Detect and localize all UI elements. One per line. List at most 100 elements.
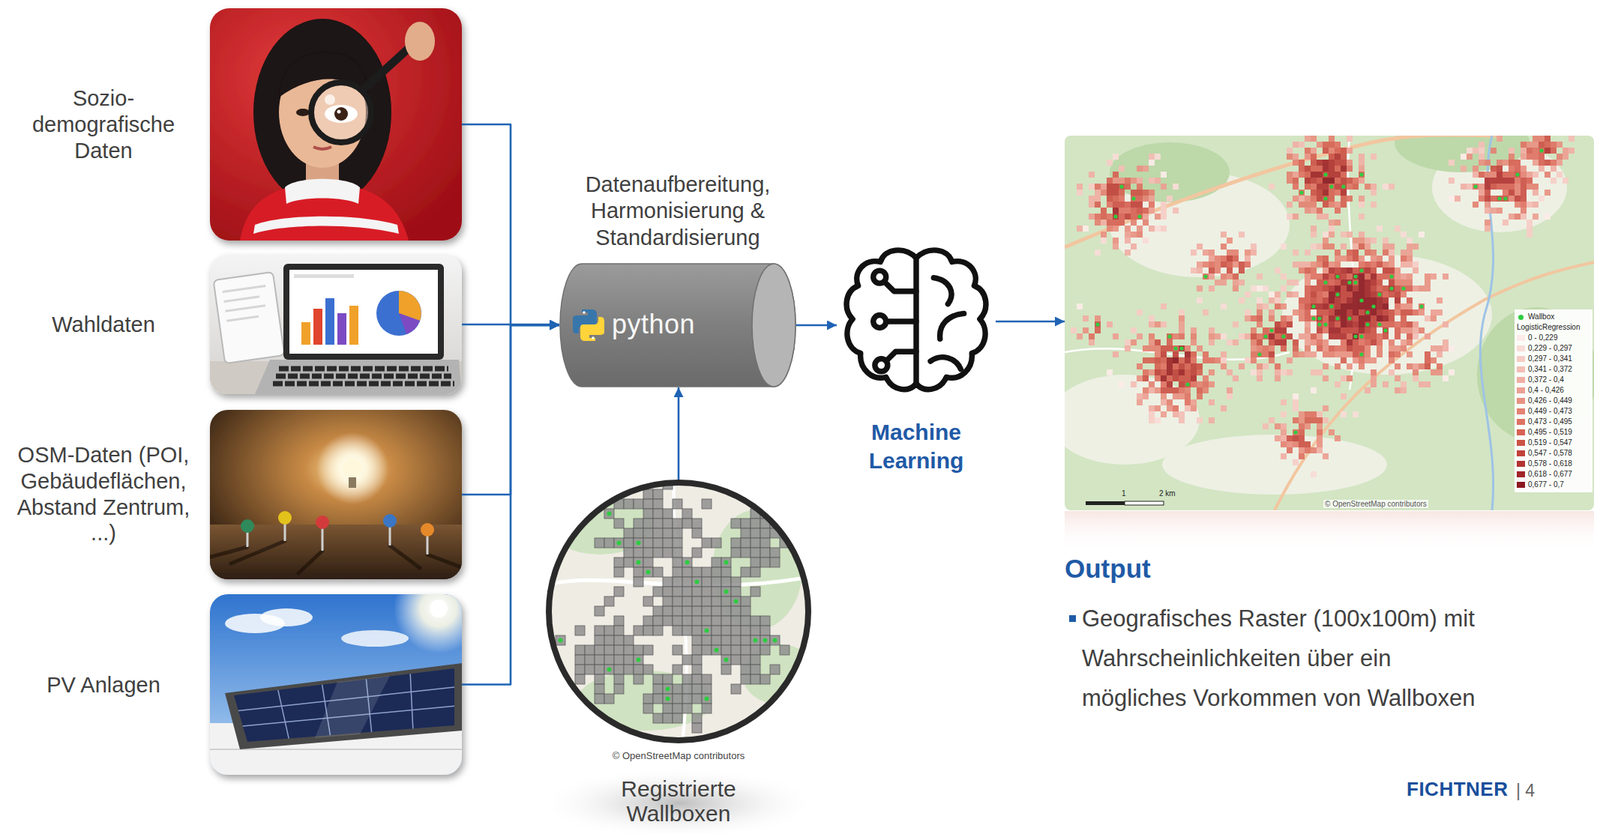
registered-grid-cells-part: [692, 713, 702, 724]
raster-cells-part: [1256, 351, 1263, 358]
raster-cells-part: [1496, 159, 1503, 166]
raster-cells-part: [1340, 291, 1347, 298]
raster-cells-part: [1232, 321, 1239, 328]
raster-cells-part: [1160, 201, 1167, 208]
raster-cells-part: [1286, 435, 1293, 442]
raster-cells-part: [1136, 189, 1143, 196]
raster-cells-part: [1292, 249, 1299, 256]
brain-icon-part-part: [940, 313, 965, 339]
oval-frame: [545, 479, 812, 744]
raster-cells-part: [1322, 165, 1329, 172]
raster-cells-part: [1119, 184, 1124, 189]
raster-cells-part: [1473, 184, 1478, 189]
raster-cells-part: [1292, 393, 1299, 400]
raster-cells-part: [1310, 171, 1317, 178]
raster-cells-part: [1382, 321, 1389, 328]
raster-cells-part: [1292, 177, 1299, 184]
raster-cells-part: [1262, 285, 1269, 292]
raster-cells-part: [1400, 291, 1407, 298]
source-label: Sozio- demografische Daten: [2, 85, 204, 164]
raster-cells-part: [1496, 135, 1503, 142]
raster-cells-part: [1328, 147, 1335, 154]
raster-cells-part: [1124, 231, 1131, 238]
raster-cells-part: [1137, 214, 1142, 219]
registered-grid-cells-part: [607, 668, 612, 673]
company-logo: FICHTNER: [1406, 778, 1508, 802]
cylinder-shape-part: [752, 263, 796, 387]
raster-cells-part: [1136, 201, 1143, 208]
raster-cells-part: [1328, 297, 1335, 304]
raster-cells-part: [1298, 423, 1305, 430]
raster-cells-part: [1544, 159, 1551, 166]
brain-icon-part-part: [874, 359, 888, 372]
registered-grid-cells-part: [623, 665, 634, 675]
registered-grid-cells-part: [760, 548, 771, 558]
raster-cells-part: [1532, 201, 1539, 208]
raster-cells-part: [1166, 369, 1173, 376]
legend-text: 0,677 - 0,7: [1528, 480, 1565, 489]
registered-grid-cells-part: [662, 704, 673, 714]
raster-cells-part: [1256, 309, 1263, 316]
raster-cells-part: [1340, 393, 1347, 400]
raster-cells-part: [1388, 339, 1395, 346]
raster-cells-part: [1358, 357, 1365, 364]
legend-text: 0,229 - 0,297: [1528, 344, 1573, 353]
raster-cells-part: [1490, 147, 1497, 154]
process-heading: Datenaufbereitung, Harmonisierung & Stan…: [557, 171, 798, 252]
raster-cells-part: [1232, 279, 1239, 286]
solar-roof-photo-part-part: [429, 599, 448, 618]
raster-cells-part: [1526, 171, 1533, 178]
portrait-photo-part-part: [324, 104, 358, 123]
registered-grid-cells-part: [740, 674, 751, 685]
raster-cells-part: [1244, 357, 1251, 364]
raster-cells-part: [1364, 291, 1371, 298]
raster-cells-part: [1508, 189, 1515, 196]
registered-grid-cells-part: [692, 665, 702, 675]
raster-cells-part: [1340, 153, 1347, 160]
raster-cells-part: [1508, 159, 1515, 166]
raster-cells-part: [1292, 429, 1299, 436]
raster-cells-part: [1154, 153, 1161, 160]
raster-cells-part: [1136, 225, 1143, 232]
pins-photo-part-part: [383, 514, 397, 528]
raster-cells-part: [1520, 177, 1527, 184]
raster-cells-part: [1424, 381, 1431, 388]
raster-cells-part: [1478, 141, 1485, 148]
raster-cells-part: [1124, 345, 1131, 352]
raster-cells-part: [1346, 315, 1353, 322]
raster-cells-part: [1340, 357, 1347, 364]
raster-cells-part: [1310, 165, 1317, 172]
raster-cells-part: [1419, 304, 1424, 309]
raster-cells-part: [1340, 267, 1347, 274]
registered-grid-cells-part: [643, 596, 654, 607]
raster-cells-part: [1328, 429, 1335, 436]
legend-swatch: [1516, 377, 1526, 384]
raster-cells-part: [1341, 184, 1346, 189]
raster-cells-part: [1178, 327, 1185, 334]
raster-cells-part: [1208, 333, 1215, 340]
raster-cells-part: [1257, 352, 1262, 357]
raster-cells-part: [1172, 375, 1179, 382]
raster-cells-part: [1346, 291, 1353, 298]
raster-cells-part: [1208, 261, 1215, 268]
raster-cells-part: [1388, 321, 1395, 328]
registered-grid-cells-part: [760, 645, 771, 656]
registered-grid-cells-part: [623, 557, 634, 568]
portrait-photo-part-part: [253, 18, 392, 207]
raster-cells-part: [1262, 345, 1269, 352]
raster-cells-part: [1329, 184, 1334, 189]
raster-cells-part: [1286, 357, 1293, 364]
raster-cells-part: [1526, 141, 1533, 148]
raster-cells-part: [1196, 261, 1203, 268]
probability-raster-map-part: [1394, 135, 1530, 173]
registered-grid-cells-part: [653, 538, 663, 549]
raster-cells-part: [1142, 165, 1149, 172]
raster-cells-part: [1376, 291, 1383, 298]
raster-cells-part: [1286, 147, 1293, 154]
raster-cells-part: [1364, 357, 1371, 364]
raster-cells-part: [1178, 333, 1185, 340]
raster-cells-part: [1130, 231, 1137, 238]
raster-cells-part: [1400, 303, 1407, 310]
raster-cells-part: [1172, 393, 1179, 400]
data-source-tile: Sozio- demografische Daten: [209, 8, 462, 241]
